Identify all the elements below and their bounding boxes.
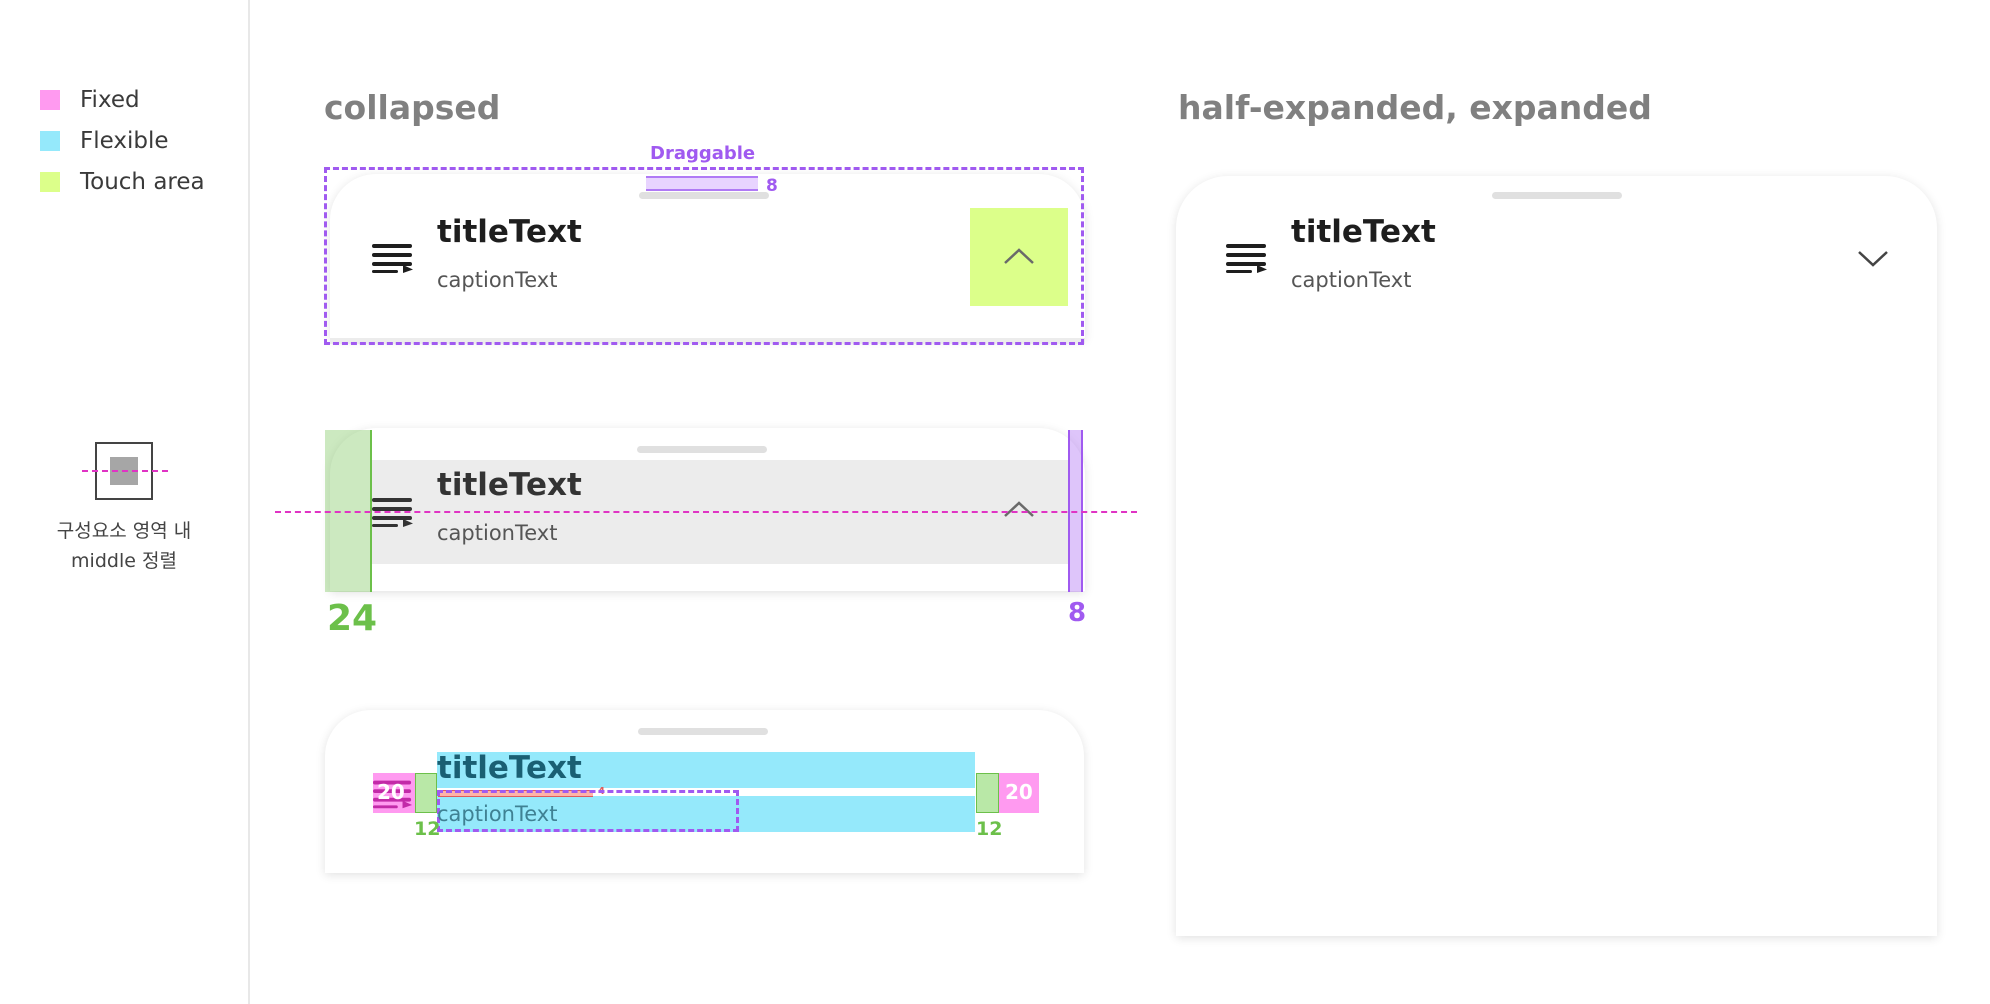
legend-swatch-flexible (40, 131, 60, 151)
caption-flexible-area (437, 796, 975, 832)
legend-swatch-fixed (40, 90, 60, 110)
draggable-area-outline (324, 167, 1084, 345)
legend-label: Touch area (80, 169, 205, 195)
chevron-gap-marker (976, 773, 999, 813)
sheet-caption: captionText (437, 802, 558, 826)
chevron-up-icon[interactable] (1002, 245, 1036, 267)
left-padding-value: 24 (327, 598, 378, 639)
legend-item-fixed: Fixed (40, 80, 140, 120)
sheet-bottom-edge (330, 338, 1085, 344)
section-title-expanded: half-expanded, expanded (1178, 88, 1652, 127)
collapsed-sheet[interactable] (330, 174, 1085, 339)
chevron-touch-area[interactable] (970, 208, 1068, 306)
drag-handle-highlight (646, 176, 758, 191)
sheet-title: titleText (1291, 214, 1436, 250)
list-icon (372, 497, 414, 527)
drag-handle[interactable] (638, 728, 768, 735)
list-icon (372, 243, 414, 273)
sheet-caption: captionText (1291, 268, 1412, 292)
drag-handle[interactable] (639, 192, 769, 199)
legend-label: Flexible (80, 128, 169, 154)
sheet-title: titleText (437, 750, 582, 786)
middle-align-caption: 구성요소 영역 내 middle 정렬 (20, 516, 228, 576)
drag-handle[interactable] (1492, 192, 1622, 199)
list-icon (373, 779, 413, 809)
legend-item-flexible: Flexible (40, 121, 169, 161)
list-icon (1226, 243, 1268, 273)
sidebar-divider (248, 0, 250, 1004)
drag-handle[interactable] (637, 446, 767, 453)
middle-align-guide (82, 470, 168, 472)
sheet-caption: captionText (437, 521, 558, 545)
icon-gap-label: 12 (414, 818, 441, 840)
chevron-size-label: 20 (1005, 780, 1033, 804)
handle-height-label: 8 (766, 176, 778, 196)
chevron-up-icon[interactable] (1002, 498, 1036, 520)
expanded-sheet[interactable] (1176, 176, 1937, 936)
sheet-title: titleText (437, 214, 582, 250)
icon-size-label: 20 (377, 780, 405, 804)
draggable-label: Draggable (650, 143, 756, 164)
sheet-caption: captionText (437, 268, 558, 292)
chevron-gap-label: 12 (976, 818, 1003, 840)
chevron-down-icon[interactable] (1856, 248, 1890, 270)
legend-swatch-touch-area (40, 172, 60, 192)
legend-label: Fixed (80, 87, 140, 113)
caption-outline (437, 790, 739, 832)
middle-guide-line (275, 511, 1137, 513)
right-padding-value: 8 (1068, 598, 1087, 628)
chevron-fixed-area (999, 773, 1039, 813)
middle-align-caption-line2: middle 정렬 (71, 550, 177, 572)
middle-align-caption-line1: 구성요소 영역 내 (56, 520, 192, 542)
legend-item-touch-area: Touch area (40, 162, 205, 202)
icon-gap-marker (415, 773, 437, 813)
sheet-title: titleText (437, 467, 582, 503)
title-flexible-area (437, 752, 975, 788)
section-title-collapsed: collapsed (324, 88, 501, 127)
